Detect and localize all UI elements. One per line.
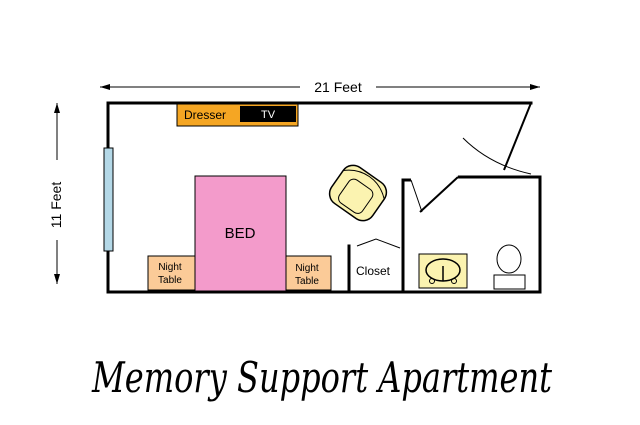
night-table-left: Night Table [147, 255, 196, 291]
entry-door [462, 102, 532, 175]
night-table-right-line2: Table [295, 276, 319, 287]
window [103, 147, 114, 252]
bed: BED [194, 175, 287, 292]
bathroom-door [410, 175, 459, 213]
night-table-left-line1: Night [158, 262, 182, 273]
tv: TV [240, 106, 296, 122]
width-label: 21 Feet [314, 79, 362, 95]
height-dimension: 11 Feet [48, 103, 64, 284]
sink-icon [418, 253, 468, 289]
closet-label: Closet [356, 264, 391, 278]
width-dimension: 21 Feet [100, 79, 540, 95]
tv-label: TV [261, 109, 276, 121]
page-title: Memory Support Apartment [91, 353, 552, 402]
night-table-right: Night Table [285, 255, 332, 291]
toilet-icon [493, 244, 526, 290]
armchair-icon [328, 164, 388, 222]
bed-label: BED [225, 225, 256, 242]
height-label: 11 Feet [48, 182, 64, 229]
night-table-right-line1: Night [295, 263, 319, 274]
dresser-label: Dresser [184, 108, 226, 122]
closet: Closet [356, 238, 401, 278]
night-table-left-line2: Table [158, 275, 182, 286]
